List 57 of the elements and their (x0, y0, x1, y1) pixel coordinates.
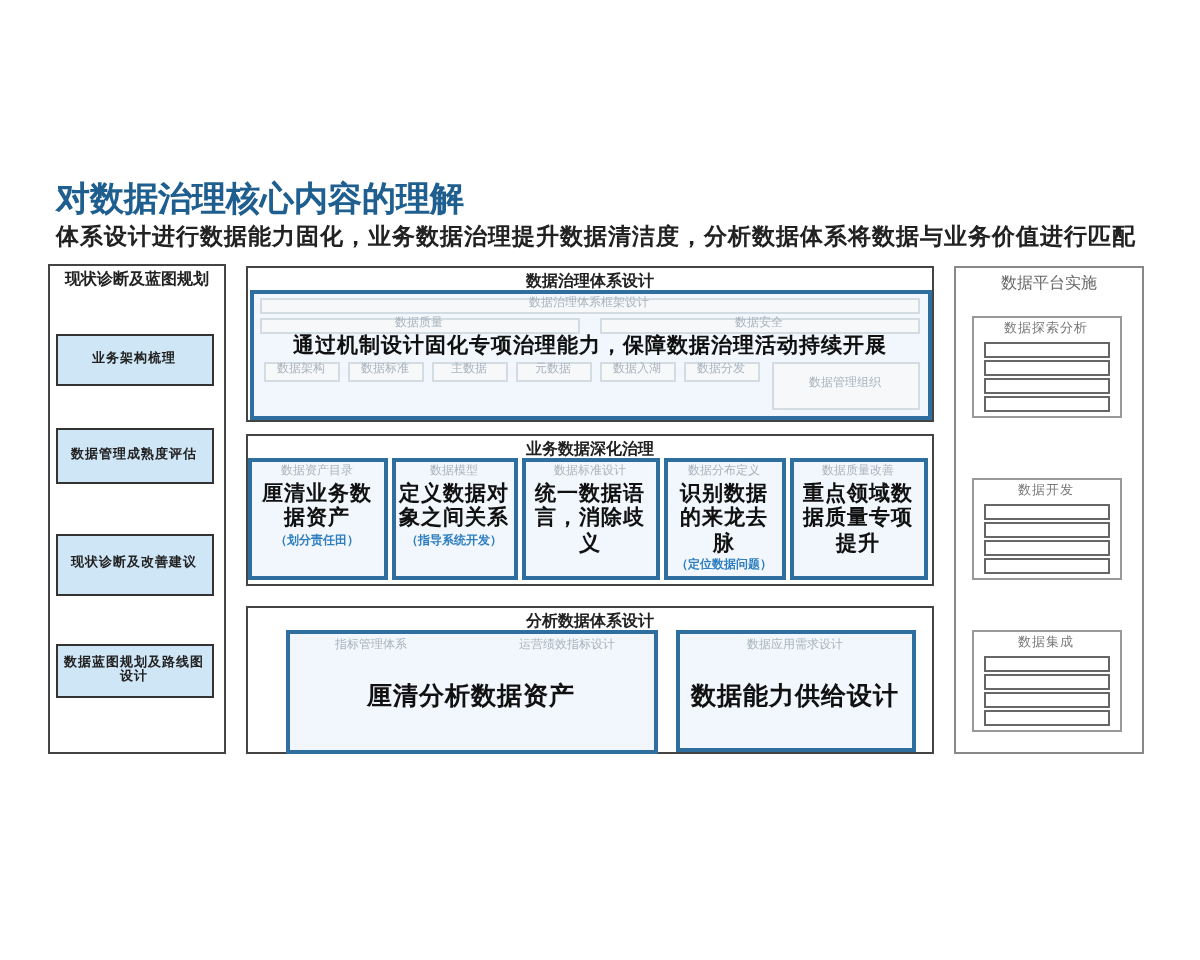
section-panel (246, 434, 934, 586)
faint-box (599, 361, 675, 381)
panel-title: 数据治理体系设计 (526, 272, 654, 291)
group-box (971, 477, 1121, 579)
group-box (971, 315, 1121, 417)
item-box (983, 540, 1109, 557)
item-box (983, 378, 1109, 395)
box-text: 统一数据语言，消除歧义 (532, 482, 647, 556)
faint-box (599, 317, 919, 333)
item-box (983, 673, 1109, 690)
box-text: 重点领域数据质量专项提升 (800, 482, 915, 556)
highlight-box (675, 629, 915, 751)
faint-box (771, 361, 919, 409)
highlight-box (789, 457, 927, 579)
highlight-box (663, 457, 785, 579)
section-panel (48, 264, 226, 754)
box-text: 识别数据的来龙去脉 (677, 482, 770, 556)
box-text: 厘清业务数据资产 (260, 482, 374, 532)
highlight-box (521, 457, 659, 579)
item-box (983, 341, 1109, 357)
group-box (971, 629, 1121, 731)
step-box (55, 427, 213, 483)
faint-box (431, 361, 507, 381)
panel-title: 业务数据深化治理 (526, 440, 654, 459)
faint-box (683, 361, 759, 381)
faint-box (515, 361, 591, 381)
step-box (55, 643, 213, 697)
highlight-box (249, 289, 931, 419)
section-panel (246, 266, 934, 422)
step-box (55, 533, 213, 595)
box-text: 通过机制设计固化专项治理能力，保障数据治理活动持续开展 (291, 333, 889, 358)
highlight-box (391, 457, 517, 579)
title: 对数据治理核心内容的理解 (56, 178, 464, 222)
section-panel (246, 606, 934, 754)
item-box (983, 396, 1109, 413)
subtitle: 体系设计进行数据能力固化，业务数据治理提升数据清洁度，分析数据体系将数据与业务价值进行匹配 (56, 222, 1138, 252)
box-text: 数据能力供给设计 (688, 681, 901, 710)
step-box (55, 333, 213, 385)
item-box (983, 503, 1109, 519)
item-box (983, 710, 1109, 727)
faint-box (263, 361, 339, 381)
highlight-box (247, 457, 387, 579)
box-text: 定义数据对象之间关系 (399, 482, 509, 532)
item-box (983, 359, 1109, 376)
item-box (983, 558, 1109, 575)
item-box (983, 655, 1109, 671)
faint-box (347, 361, 423, 381)
faint-box (259, 297, 919, 313)
highlight-box (285, 629, 657, 753)
panel-title: 现状诊断及蓝图规划 (65, 270, 209, 289)
section-panel (954, 266, 1144, 754)
panel-title: 数据平台实施 (1001, 274, 1097, 293)
faint-box (259, 317, 579, 333)
panel-title: 分析数据体系设计 (526, 612, 654, 631)
box-text: 厘清分析数据资产 (364, 681, 577, 710)
item-box (983, 692, 1109, 709)
item-box (983, 521, 1109, 538)
